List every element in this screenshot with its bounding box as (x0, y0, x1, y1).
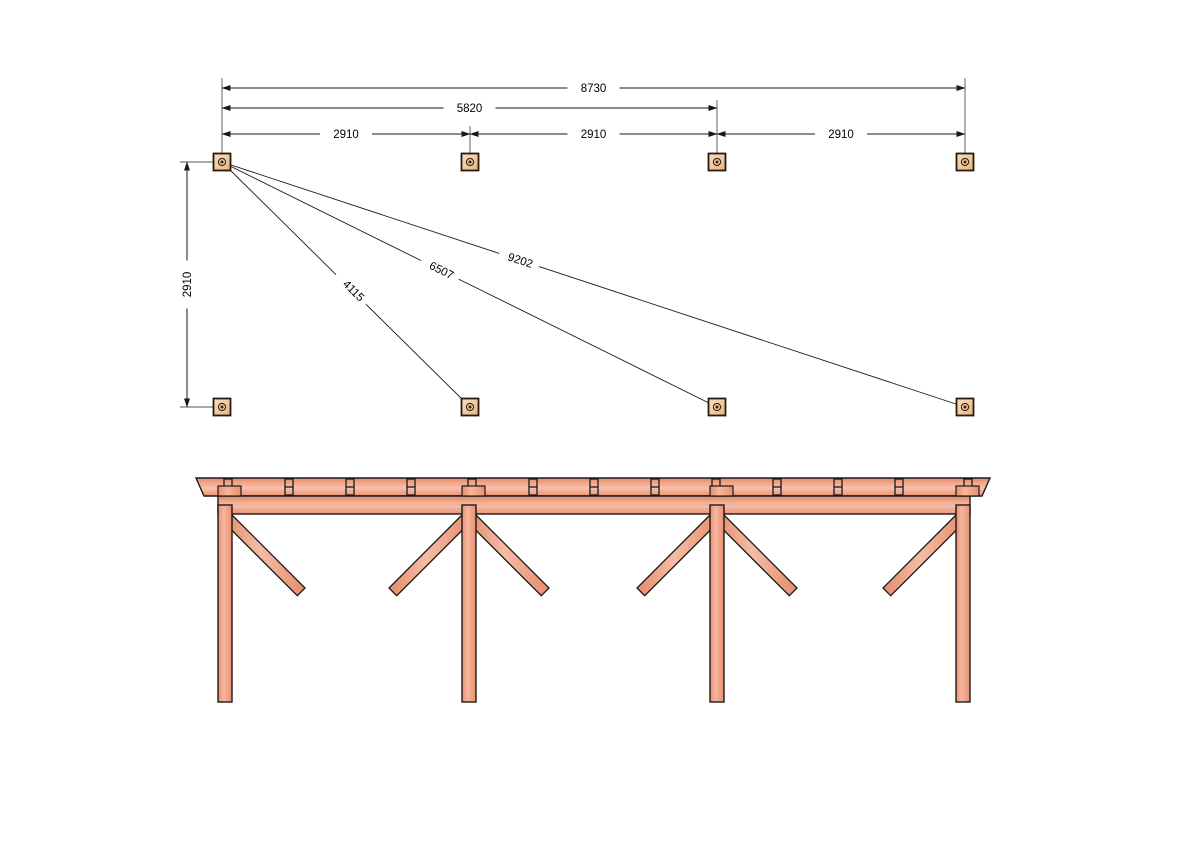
post-plan-top-2-circle (465, 157, 475, 167)
rafter-mark-8 (650, 478, 660, 496)
plan-view-group: 8730 5820 2910 2910 2910 2910 4115 6507 9202 (180, 78, 975, 417)
post-plan-bottom-1 (212, 397, 232, 417)
elevation-post-4-head-notch (955, 485, 980, 497)
post-plan-top-4-circle (960, 157, 970, 167)
elevation-post-2-group (388, 485, 550, 703)
post-plan-top-2-center-dot (468, 160, 472, 164)
diag-line-a (221, 161, 337, 275)
elevation-post-3 (709, 504, 725, 703)
diag-label-4115: 4115 (340, 278, 366, 304)
elevation-post-3-group (636, 485, 798, 703)
post-plan-bottom-2 (460, 397, 480, 417)
post-plan-top-4 (955, 152, 975, 172)
diag-line-b (539, 266, 966, 408)
rafter-mark-11 (833, 478, 843, 496)
post-plan-top-2 (460, 152, 480, 172)
elevation-post-1 (217, 504, 233, 703)
elevation-post-4 (955, 504, 971, 703)
diag-line-b (458, 278, 718, 408)
diag-line-a (221, 161, 422, 261)
post-plan-top-3 (707, 152, 727, 172)
post-plan-top-1 (212, 152, 232, 172)
post-plan-bottom-4 (955, 397, 975, 417)
elevation-post-2-brace-right (466, 513, 550, 597)
post-plan-bottom-2-circle (465, 402, 475, 412)
elevation-view-group (194, 477, 992, 703)
dimension-2910-2: 2910 (221, 129, 471, 141)
post-plan-bottom-1-circle (217, 402, 227, 412)
dimension-8730-0: 8730 (221, 83, 966, 95)
elevation-post-1-group (217, 485, 306, 703)
elevation-post-4-brace-left (882, 513, 966, 597)
elevation-post-2-brace-left (388, 513, 472, 597)
diagonal-dimension-9202: 9202 (221, 161, 966, 408)
elevation-post-3-head-notch (709, 485, 734, 497)
vertical-dimension-group: 2910 (180, 161, 222, 408)
post-plan-top-1-circle (217, 157, 227, 167)
rafter-mark-2 (284, 478, 294, 496)
dim-label-5820: 5820 (457, 103, 483, 115)
rafter-mark-4 (406, 478, 416, 496)
elevation-post-2 (461, 504, 477, 703)
post-plan-top-1-center-dot (220, 160, 224, 164)
diagonal-dimension-4115: 4115 (221, 161, 471, 408)
elevation-post-3-brace-right (714, 513, 798, 597)
post-plan-top-3-center-dot (715, 160, 719, 164)
diag-line-b (365, 303, 471, 408)
vdim-label-2910: 2910 (182, 272, 194, 298)
rafter-mark-3 (345, 478, 355, 496)
diagonal-dimension-6507: 6507 (221, 161, 718, 408)
elevation-post-1-brace-right (222, 513, 306, 597)
elevation-post-3-brace-left (636, 513, 720, 597)
elevation-post-4-group (882, 485, 980, 703)
post-plan-top-4-center-dot (963, 160, 967, 164)
dim-label-2910: 2910 (333, 129, 359, 141)
dimension-2910-4: 2910 (716, 129, 966, 141)
diag-line-a (221, 161, 500, 254)
rafter-mark-10 (772, 478, 782, 496)
post-plan-bottom-4-circle (960, 402, 970, 412)
diag-label-6507: 6507 (427, 260, 455, 282)
rafter-mark-7 (589, 478, 599, 496)
dimension-5820-1: 5820 (221, 103, 718, 115)
post-plan-bottom-3 (707, 397, 727, 417)
post-plan-bottom-1-center-dot (220, 405, 224, 409)
rafter-mark-12 (894, 478, 904, 496)
elevation-post-2-head-notch (461, 485, 486, 497)
dim-label-2910: 2910 (828, 129, 854, 141)
post-plan-bottom-3-circle (712, 402, 722, 412)
elevation-post-1-head-notch (217, 485, 242, 497)
dim-label-2910: 2910 (581, 129, 607, 141)
diag-label-9202: 9202 (506, 251, 534, 270)
post-plan-bottom-3-center-dot (715, 405, 719, 409)
dimension-2910-3: 2910 (469, 129, 718, 141)
post-plan-bottom-4-center-dot (963, 405, 967, 409)
rafter-mark-6 (528, 478, 538, 496)
post-plan-bottom-2-center-dot (468, 405, 472, 409)
post-plan-top-3-circle (712, 157, 722, 167)
dim-label-8730: 8730 (581, 83, 607, 95)
